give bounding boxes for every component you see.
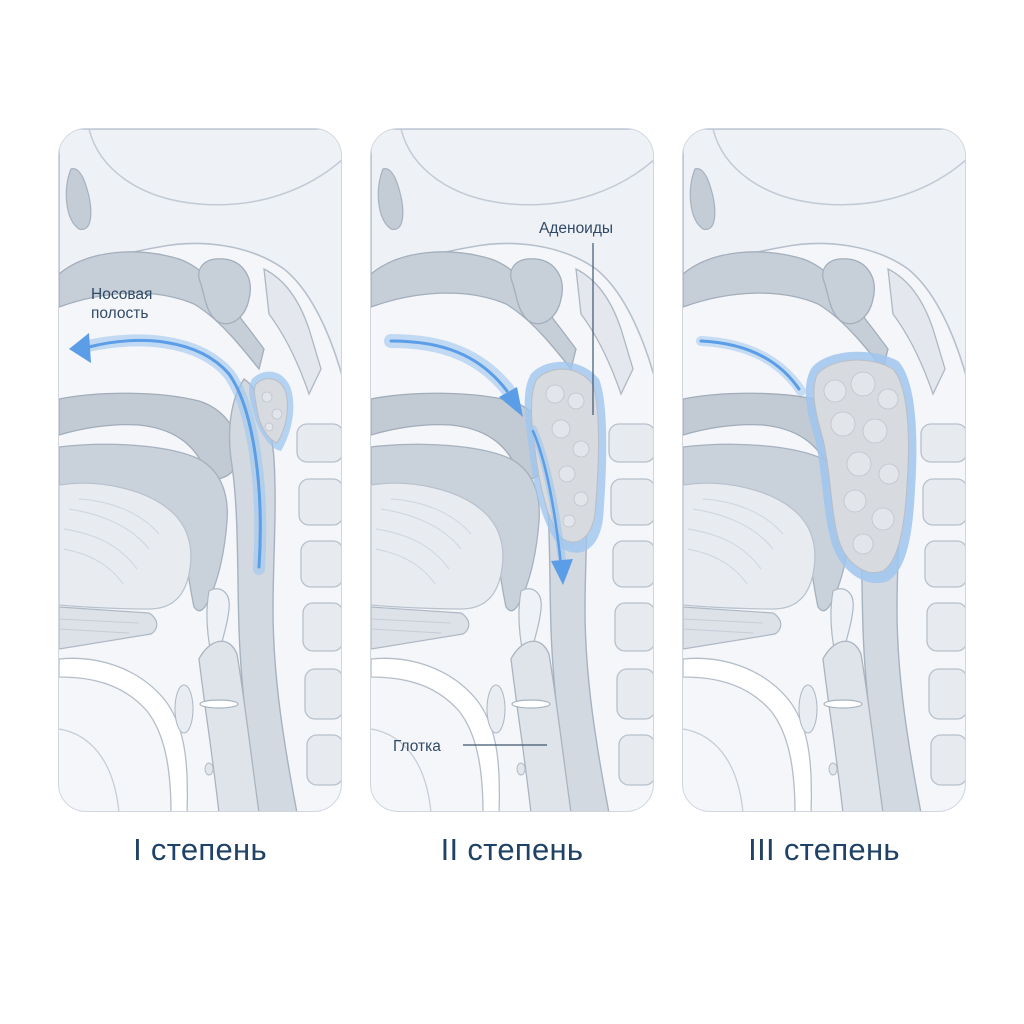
anatomy-illustration-2	[371, 129, 654, 812]
label-adenoids: Аденоиды	[539, 220, 614, 237]
label-pharynx: Глотка	[393, 738, 441, 755]
anatomy-illustration-3	[683, 129, 966, 812]
caption-grade-3: III степень	[748, 832, 900, 867]
caption-grade-2: II степень	[440, 832, 584, 867]
panel-grade-2: Аденоиды Глотка	[370, 128, 654, 812]
caption-grade-1: I степень	[133, 832, 267, 867]
panel-grade-3	[682, 128, 966, 812]
airflow-arrow-3	[696, 336, 806, 396]
anatomy-illustration-1	[59, 129, 342, 812]
